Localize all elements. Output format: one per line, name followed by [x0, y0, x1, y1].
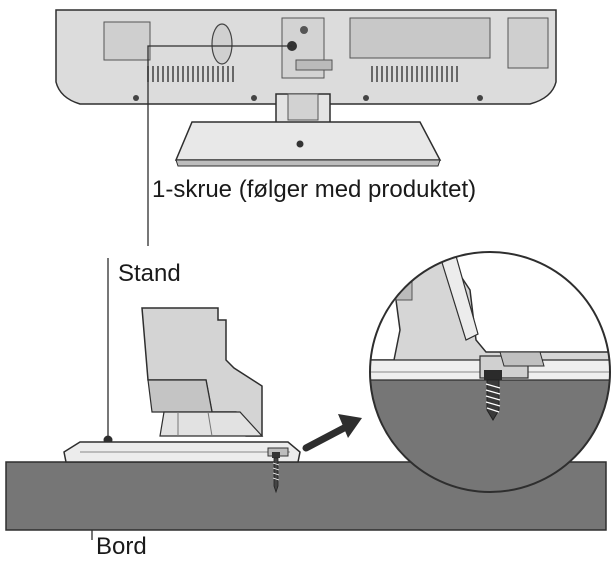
stand-label: Stand [118, 260, 181, 287]
zoom-circle-outline [369, 251, 611, 493]
table-label: Bord [96, 533, 147, 560]
base-screw-point [296, 140, 304, 148]
screw-leader-line [147, 45, 292, 246]
zoom-arrow-icon [302, 414, 362, 452]
zoom-screw-icon [484, 370, 502, 421]
stand-base-plate [174, 121, 442, 161]
zoom-detail-circle [370, 252, 610, 492]
tv-side-profile [63, 307, 301, 463]
screw-icon [272, 452, 280, 494]
vent-grille-left [147, 66, 234, 82]
screw-label: 1-skrue (følger med produktet) [152, 176, 477, 203]
tv-stand-top [174, 93, 442, 167]
tv-back-view [55, 9, 557, 105]
vent-grille-right [371, 66, 458, 82]
